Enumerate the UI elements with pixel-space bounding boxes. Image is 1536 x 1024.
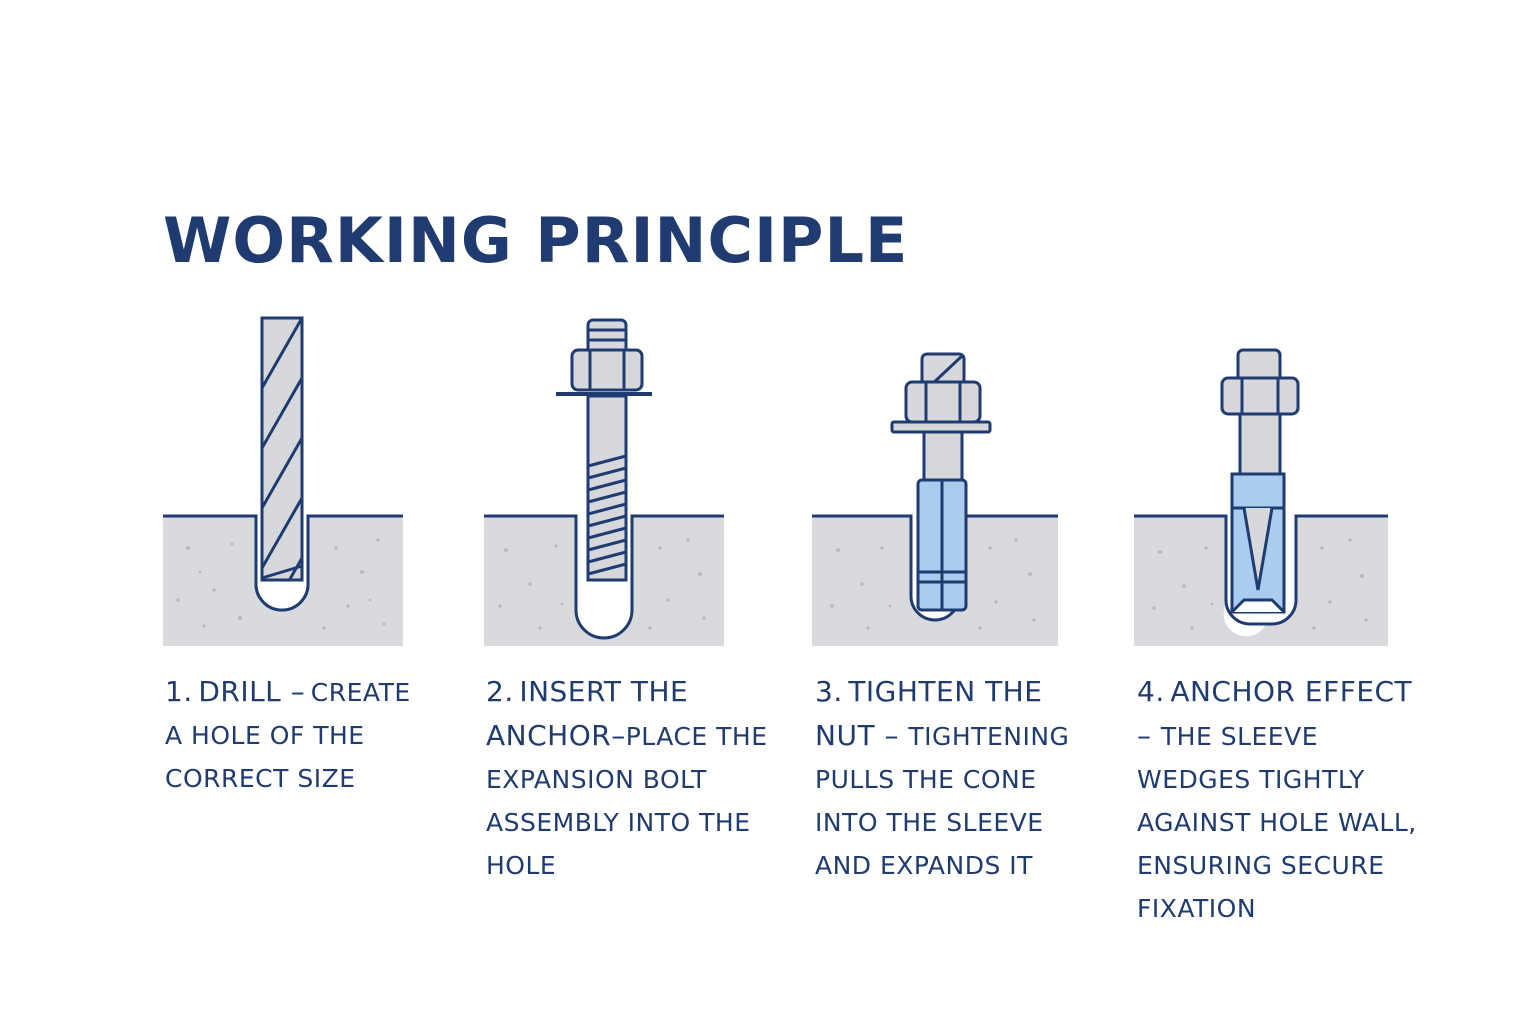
step-1-caption: 1. DRILL – CREATE A HOLE OF THE CORRECT … <box>165 672 425 802</box>
step-3-figure <box>812 352 1058 646</box>
step-1-separator: – <box>281 675 306 708</box>
step-2-caption: 2. INSERT THE ANCHOR–PLACE THE EXPANSION… <box>486 672 786 889</box>
step-3-number: 3. <box>815 675 843 708</box>
step-4-number: 4. <box>1137 675 1165 708</box>
drill-bit-icon <box>260 316 304 582</box>
tightened-nut-icon <box>890 352 992 612</box>
step-4-figure <box>1134 348 1388 646</box>
step-1-name: DRILL <box>198 675 282 708</box>
step-3-description: TIGHTENING PULLS THE CONE INTO THE SLEEV… <box>815 722 1070 880</box>
step-2-figure <box>484 318 724 646</box>
step-4-caption: 4. ANCHOR EFFECT – THE SLEEVE WEDGES TIG… <box>1137 672 1427 932</box>
step-3-separator: – <box>875 719 909 752</box>
expanded-sleeve-icon <box>1220 348 1300 614</box>
step-2-number: 2. <box>486 675 514 708</box>
step-2-separator: – <box>611 719 626 752</box>
step-3-caption: 3. TIGHTEN THE NUT – TIGHTENING PULLS TH… <box>815 672 1105 889</box>
step-2-name: INSERT THE ANCHOR <box>486 675 689 752</box>
step-1-number: 1. <box>165 675 193 708</box>
step-1-figure <box>163 316 403 646</box>
step-4-name: ANCHOR EFFECT <box>1170 675 1413 708</box>
step-4-separator: – <box>1137 719 1161 752</box>
step-2-description: PLACE THE EXPANSION BOLT ASSEMBLY INTO T… <box>486 722 768 880</box>
anchor-bolt-icon <box>556 318 652 582</box>
step-1-description: CREATE A HOLE OF THE CORRECT SIZE <box>165 678 411 793</box>
step-3-name: TIGHTEN THE NUT <box>815 675 1043 752</box>
page-title: WORKING PRINCIPLE <box>163 204 909 277</box>
step-4-description: THE SLEEVE WEDGES TIGHTLY AGAINST HOLE W… <box>1137 722 1417 923</box>
